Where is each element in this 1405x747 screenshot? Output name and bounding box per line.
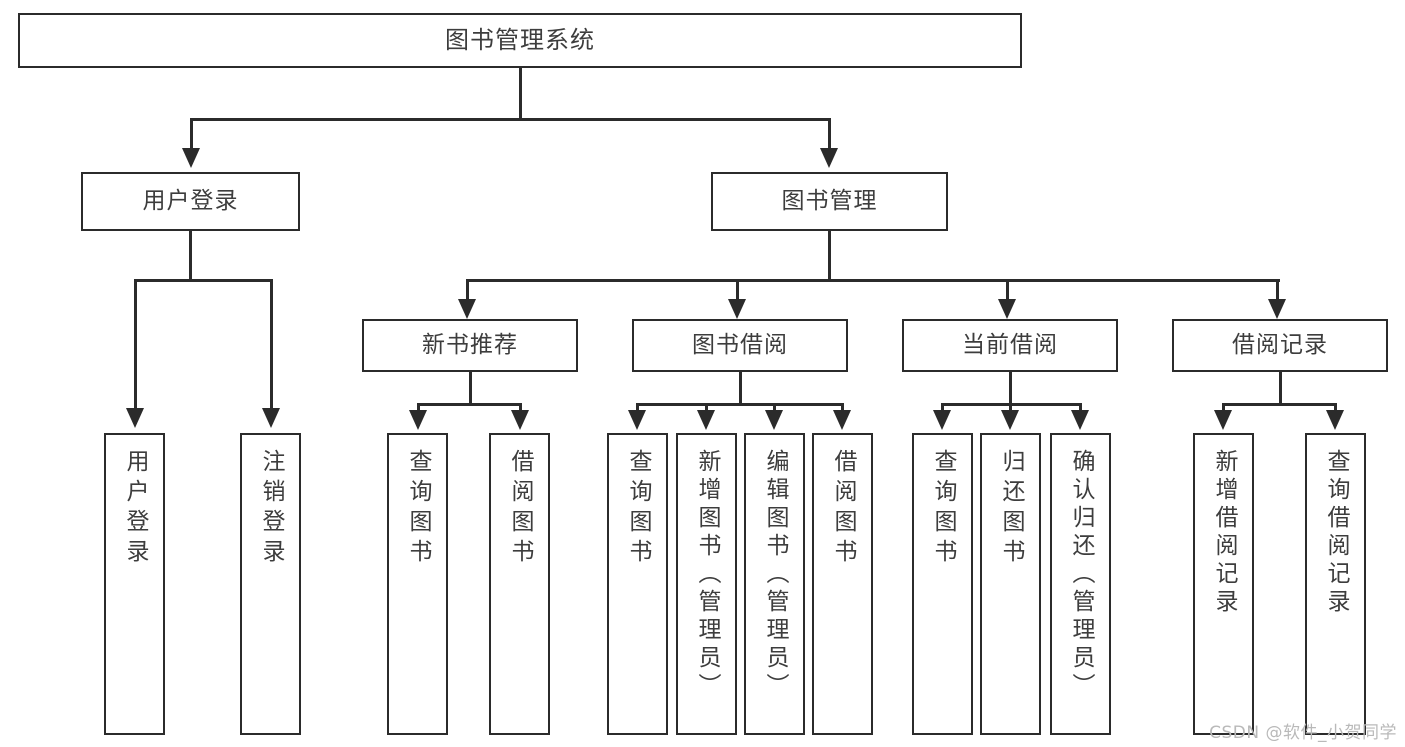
connector-br-b2 bbox=[1334, 403, 1337, 412]
node-current-borrow[interactable]: 当前借阅 bbox=[902, 319, 1118, 372]
connector-nbr-b1 bbox=[417, 403, 420, 412]
node-root-library-system[interactable]: 图书管理系统 bbox=[18, 13, 1022, 68]
leaf-bb-add-book[interactable]: 新增图书（管理员） bbox=[676, 433, 737, 735]
leaf-label: 借阅图书 bbox=[830, 449, 856, 569]
csdn-watermark: CSDN @软件_小贺同学 bbox=[1209, 723, 1397, 743]
connector-cb-b1 bbox=[941, 403, 944, 412]
connector-bm-b1 bbox=[466, 279, 469, 301]
node-label: 新书推荐 bbox=[422, 331, 518, 358]
arrow-to-leaf-bb-add-book bbox=[697, 410, 715, 430]
connector-nbr-bar bbox=[417, 403, 522, 406]
arrow-to-leaf-nbr-borrow-book bbox=[511, 410, 529, 430]
connector-nbr-b2 bbox=[519, 403, 522, 412]
connector-bb-stem bbox=[739, 372, 742, 405]
leaf-bb-query-book[interactable]: 查询图书 bbox=[607, 433, 668, 735]
connector-user-login-bar bbox=[134, 279, 273, 282]
arrow-to-leaf-cb-return-book bbox=[1001, 410, 1019, 430]
connector-cb-stem bbox=[1009, 372, 1012, 405]
node-book-borrow[interactable]: 图书借阅 bbox=[632, 319, 848, 372]
arrow-to-book-borrow bbox=[728, 299, 746, 319]
leaf-label: 用户登录 bbox=[122, 449, 148, 569]
leaf-label: 归还图书 bbox=[998, 449, 1024, 569]
node-borrow-record[interactable]: 借阅记录 bbox=[1172, 319, 1388, 372]
connector-root-bar bbox=[190, 118, 830, 121]
connector-book-manage-stem bbox=[828, 231, 831, 281]
arrow-to-leaf-user-login bbox=[126, 408, 144, 428]
connector-br-stem bbox=[1279, 372, 1282, 405]
node-new-book-recommend[interactable]: 新书推荐 bbox=[362, 319, 578, 372]
arrow-to-borrow-record bbox=[1268, 299, 1286, 319]
leaf-user-login[interactable]: 用户登录 bbox=[104, 433, 165, 735]
connector-bb-b3 bbox=[773, 403, 776, 412]
arrow-to-leaf-bb-query-book bbox=[628, 410, 646, 430]
node-label: 图书借阅 bbox=[692, 331, 788, 358]
leaf-nbr-query-book[interactable]: 查询图书 bbox=[387, 433, 448, 735]
connector-br-b1 bbox=[1222, 403, 1225, 412]
node-label: 借阅记录 bbox=[1232, 331, 1328, 358]
node-label: 图书管理系统 bbox=[445, 26, 595, 55]
arrow-to-leaf-br-add-record bbox=[1214, 410, 1232, 430]
arrow-to-leaf-br-query-record bbox=[1326, 410, 1344, 430]
connector-book-manage-bar bbox=[466, 279, 1280, 282]
connector-bm-b2 bbox=[736, 279, 739, 301]
leaf-label: 新增借阅记录 bbox=[1211, 449, 1237, 617]
leaf-cb-return-book[interactable]: 归还图书 bbox=[980, 433, 1041, 735]
connector-bb-b4 bbox=[841, 403, 844, 412]
arrow-to-current-borrow bbox=[998, 299, 1016, 319]
leaf-nbr-borrow-book[interactable]: 借阅图书 bbox=[489, 433, 550, 735]
connector-br-bar bbox=[1222, 403, 1337, 406]
arrow-to-book-manage bbox=[820, 148, 838, 168]
connector-user-login-b1 bbox=[134, 279, 137, 410]
connector-root-stem bbox=[519, 68, 522, 120]
leaf-label: 查询图书 bbox=[405, 449, 431, 569]
connector-bb-bar bbox=[636, 403, 844, 406]
connector-root-to-book-manage bbox=[828, 118, 831, 150]
leaf-label: 查询图书 bbox=[625, 449, 651, 569]
arrow-to-user-login bbox=[182, 148, 200, 168]
connector-bb-b2 bbox=[705, 403, 708, 412]
arrow-to-leaf-logout bbox=[262, 408, 280, 428]
arrow-to-leaf-cb-confirm-return bbox=[1071, 410, 1089, 430]
connector-cb-b2 bbox=[1009, 403, 1012, 412]
arrow-to-leaf-bb-edit-book bbox=[765, 410, 783, 430]
leaf-label: 查询借阅记录 bbox=[1323, 449, 1349, 617]
leaf-br-add-record[interactable]: 新增借阅记录 bbox=[1193, 433, 1254, 735]
connector-user-login-stem bbox=[189, 231, 192, 281]
connector-bm-b3 bbox=[1006, 279, 1009, 301]
node-book-management[interactable]: 图书管理 bbox=[711, 172, 948, 231]
connector-root-to-user-login bbox=[190, 118, 193, 150]
arrow-to-new-book-recommend bbox=[458, 299, 476, 319]
leaf-label: 编辑图书（管理员） bbox=[762, 449, 788, 701]
leaf-cb-query-book[interactable]: 查询图书 bbox=[912, 433, 973, 735]
leaf-label: 新增图书（管理员） bbox=[694, 449, 720, 701]
leaf-label: 注销登录 bbox=[258, 449, 284, 569]
node-label: 用户登录 bbox=[142, 187, 239, 214]
leaf-bb-edit-book[interactable]: 编辑图书（管理员） bbox=[744, 433, 805, 735]
leaf-br-query-record[interactable]: 查询借阅记录 bbox=[1305, 433, 1366, 735]
connector-bm-b4 bbox=[1276, 279, 1279, 301]
leaf-cb-confirm-return[interactable]: 确认归还（管理员） bbox=[1050, 433, 1111, 735]
leaf-label: 确认归还（管理员） bbox=[1068, 449, 1094, 701]
connector-user-login-b2 bbox=[270, 279, 273, 410]
leaf-label: 查询图书 bbox=[930, 449, 956, 569]
arrow-to-leaf-bb-borrow-book bbox=[833, 410, 851, 430]
leaf-logout[interactable]: 注销登录 bbox=[240, 433, 301, 735]
leaf-label: 借阅图书 bbox=[507, 449, 533, 569]
connector-nbr-stem bbox=[469, 372, 472, 405]
arrow-to-leaf-cb-query-book bbox=[933, 410, 951, 430]
connector-bb-b1 bbox=[636, 403, 639, 412]
node-user-login[interactable]: 用户登录 bbox=[81, 172, 300, 231]
connector-cb-b3 bbox=[1079, 403, 1082, 412]
node-label: 图书管理 bbox=[781, 187, 878, 214]
arrow-to-leaf-nbr-query-book bbox=[409, 410, 427, 430]
node-label: 当前借阅 bbox=[962, 331, 1058, 358]
leaf-bb-borrow-book[interactable]: 借阅图书 bbox=[812, 433, 873, 735]
